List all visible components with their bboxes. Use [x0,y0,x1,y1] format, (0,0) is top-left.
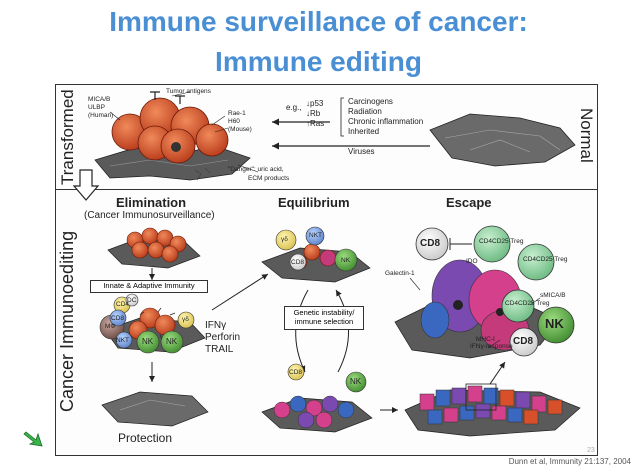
label-mica: MICA/B [88,96,111,103]
normal-tissue [429,113,576,167]
label-viruses: Viruses [348,147,375,156]
galectin-label: Galectin-1 [385,270,415,277]
label-protection: Protection [118,431,173,445]
genetic-instability-line2: immune selection [294,316,354,326]
label-mouse: (Mouse) [228,126,252,133]
mediator-trail: TRAIL [205,344,234,355]
label-tumor-antigens: Tumor antigens [166,88,211,95]
label-human: (Human) [88,112,114,119]
transition-arrow [72,169,100,201]
cell-label-macrophage: MΦ [105,323,116,330]
treg3-label: CD4CD25 Treg [505,300,550,307]
page-number: 23 [587,447,595,454]
escape-cd8-2-label: CD8 [513,336,534,347]
citation: Dunn et al, Immunity 21:137, 2004 [508,457,631,466]
phase-elimination: Elimination [116,195,187,210]
ifn-response-label: IFNγ-response [470,343,513,350]
nk-cell-elim-1 [136,330,160,354]
mhc-label: MHC-I [476,336,495,343]
genetic-instability-line1: Genetic instability/ [293,308,355,317]
label-inherited: Inherited [348,127,380,136]
cell-label-nk-2: NK [166,337,178,346]
eq-bottom-cd8: CD8 [289,369,303,376]
escape-cd8-cell [415,227,449,261]
innate-adaptive-immunity-box: Innate & Adaptive Immunity [90,280,208,293]
cell-label-cd8: CD8 [111,315,125,322]
dc-cell [125,293,139,307]
label-danger-1: "Danger": uric acid, [228,166,284,173]
label-eg: e.g., [286,103,302,112]
treg1-label: CD4CD25 Treg [479,238,524,245]
label-rae1: Rae-1 [228,110,246,117]
treg2-label: CD4CD25 Treg [523,256,568,263]
phase-escape: Escape [446,195,492,210]
eq-bottom-nk: NK [350,377,362,386]
ido-label: IDO [466,258,478,265]
equilibrium-heterogeneous-tumor [261,395,373,433]
mediator-ifng: IFNγ [205,320,227,331]
cell-label-nk-1: NK [142,337,154,346]
treg-cell-2 [517,243,555,281]
cd8-cell-eq-bottom [287,363,305,381]
treg-cell-1 [473,225,511,263]
treg-cell-3 [501,289,535,323]
elimination-attack [99,293,206,354]
label-rb: ↓Rb [306,109,321,118]
slide-title-line1: Immune surveillance of cancer: [109,6,528,37]
phase-elimination-subtitle: (Cancer Immunosurveillance) [84,210,215,221]
escape-bottom-tumor [404,383,581,437]
eq-cell-nkt: NKT [309,232,322,239]
eq-cell-gd: γδ [281,236,288,243]
section-divider [55,189,597,190]
green-arrow-icon[interactable] [23,431,43,447]
cell-label-gd: γδ [182,316,189,323]
cell-label-cd4: CD4 [116,301,130,308]
label-ulbp: ULBP [88,104,105,111]
genetic-instability-box: Genetic instability/ immune selection [284,306,364,330]
escape-nk-cell [537,306,575,344]
slide-title-line2: Immune editing [215,46,422,77]
nk-cell-elim-2 [160,330,184,354]
nkt-cell-elim [115,331,133,349]
label-ras: ↑Ras [306,119,325,128]
escape-cd8-cell-2 [509,327,539,357]
protection-tissue [101,391,209,427]
cell-label-nkt: NKT [116,337,129,344]
label-h60: H60 [228,118,240,125]
label-danger-2: ECM products [248,175,290,182]
eq-cell-nk: NK [341,257,351,264]
cell-label-dc: DC [127,297,137,304]
gd-cell [177,311,195,329]
mediator-perforin: Perforin [205,332,241,343]
escape-nk-label: NK [545,316,564,331]
label-radiation: Radiation [348,107,382,116]
nk-cell-eq-bottom [345,371,367,393]
label-p53: ↓p53 [306,99,324,108]
cd8-cell-elim [109,309,127,327]
phase-equilibrium: Equilibrium [278,195,350,210]
label-carcinogens: Carcinogens [348,97,393,106]
smica-label: sMICA/B [540,292,566,299]
equilibrium-tissue [261,226,371,283]
elimination-tumor-top [107,227,201,269]
escape-cd8-label: CD8 [420,238,441,249]
label-chronic-inflammation: Chronic inflammation [348,117,424,126]
transformed-tissue [94,91,259,181]
eq-cell-cd8: CD8 [291,259,305,266]
